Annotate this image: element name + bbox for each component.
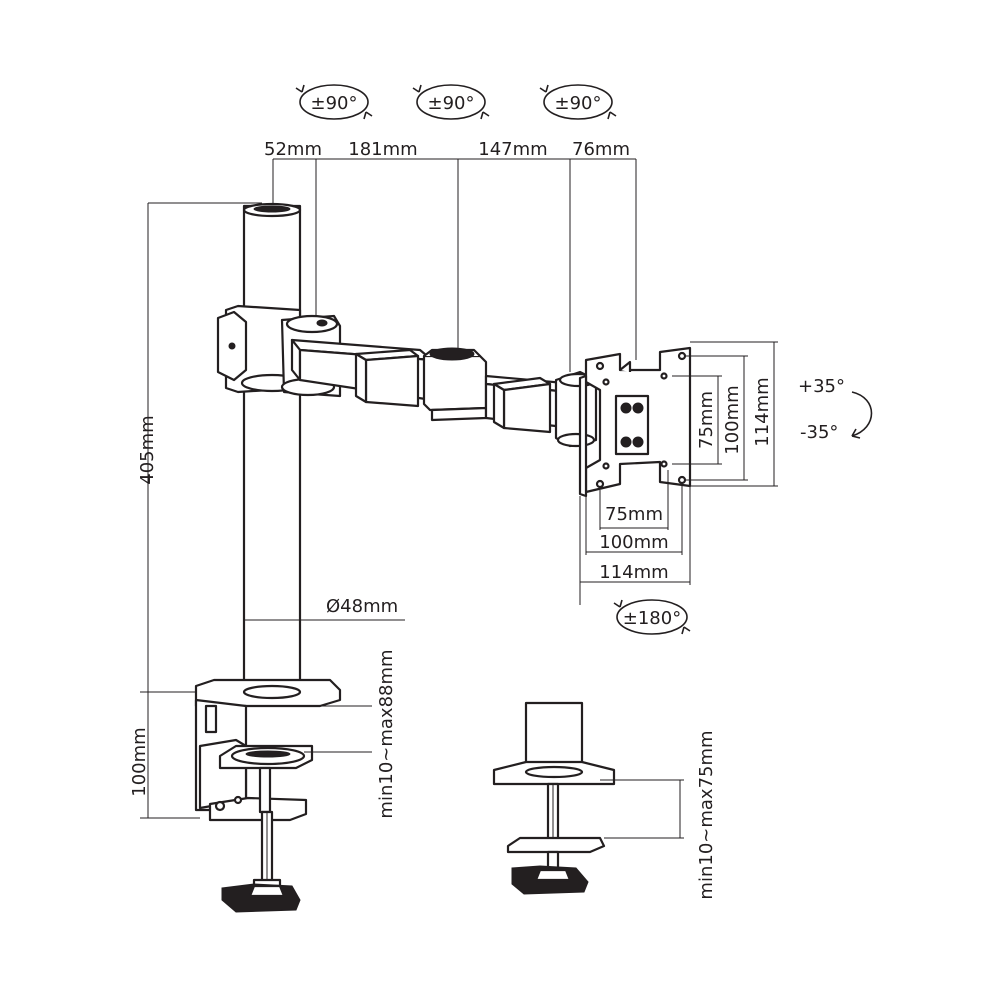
rotation-badge-2: ±90°	[412, 84, 490, 120]
rotation-label: ±90°	[555, 93, 602, 114]
desk-clamp-grommet	[492, 701, 616, 895]
dim-181: 181mm	[348, 139, 417, 160]
dim-147: 147mm	[478, 139, 547, 160]
vesa-vertical-dims	[672, 341, 778, 487]
rotation-label: ±180°	[623, 608, 681, 629]
clamp-range-2	[600, 779, 684, 839]
left-dimension-lines	[140, 202, 262, 819]
vesa-v-100: 100mm	[722, 385, 743, 454]
tilt-down-label: -35°	[800, 422, 838, 443]
vesa-h-114: 114mm	[599, 562, 668, 583]
vesa-horizontal-dims	[579, 470, 691, 605]
dim-100: 100mm	[129, 727, 150, 796]
clamp-range-label-2: min10~max75mm	[696, 730, 717, 899]
rotation-label: ±90°	[428, 93, 475, 114]
dim-76: 76mm	[572, 139, 630, 160]
vesa-h-100: 100mm	[599, 532, 668, 553]
clamp-range-1	[300, 705, 372, 753]
desk-clamp-main	[194, 678, 342, 913]
dim-52: 52mm	[264, 139, 322, 160]
vesa-plate	[578, 346, 692, 498]
pole-diameter-callout: Ø48mm	[244, 596, 405, 621]
rotation-badge-3: ±90°	[539, 84, 617, 120]
clamp-range-label-1: min10~max88mm	[376, 649, 397, 818]
vesa-h-75: 75mm	[605, 504, 663, 525]
dim-405: 405mm	[137, 415, 158, 484]
rotation-badge-1: ±90°	[295, 84, 373, 120]
rotation-label: ±90°	[311, 93, 358, 114]
main-pole	[242, 202, 302, 698]
rotation-badge-bottom: ±180°	[613, 599, 691, 635]
tilt-up-label: +35°	[798, 376, 845, 397]
tilt-indicator: +35° -35°	[798, 376, 873, 443]
pole-diameter: Ø48mm	[326, 596, 398, 617]
vesa-v-114: 114mm	[752, 377, 773, 446]
top-dimension-line	[272, 158, 637, 372]
vesa-v-75: 75mm	[696, 391, 717, 449]
